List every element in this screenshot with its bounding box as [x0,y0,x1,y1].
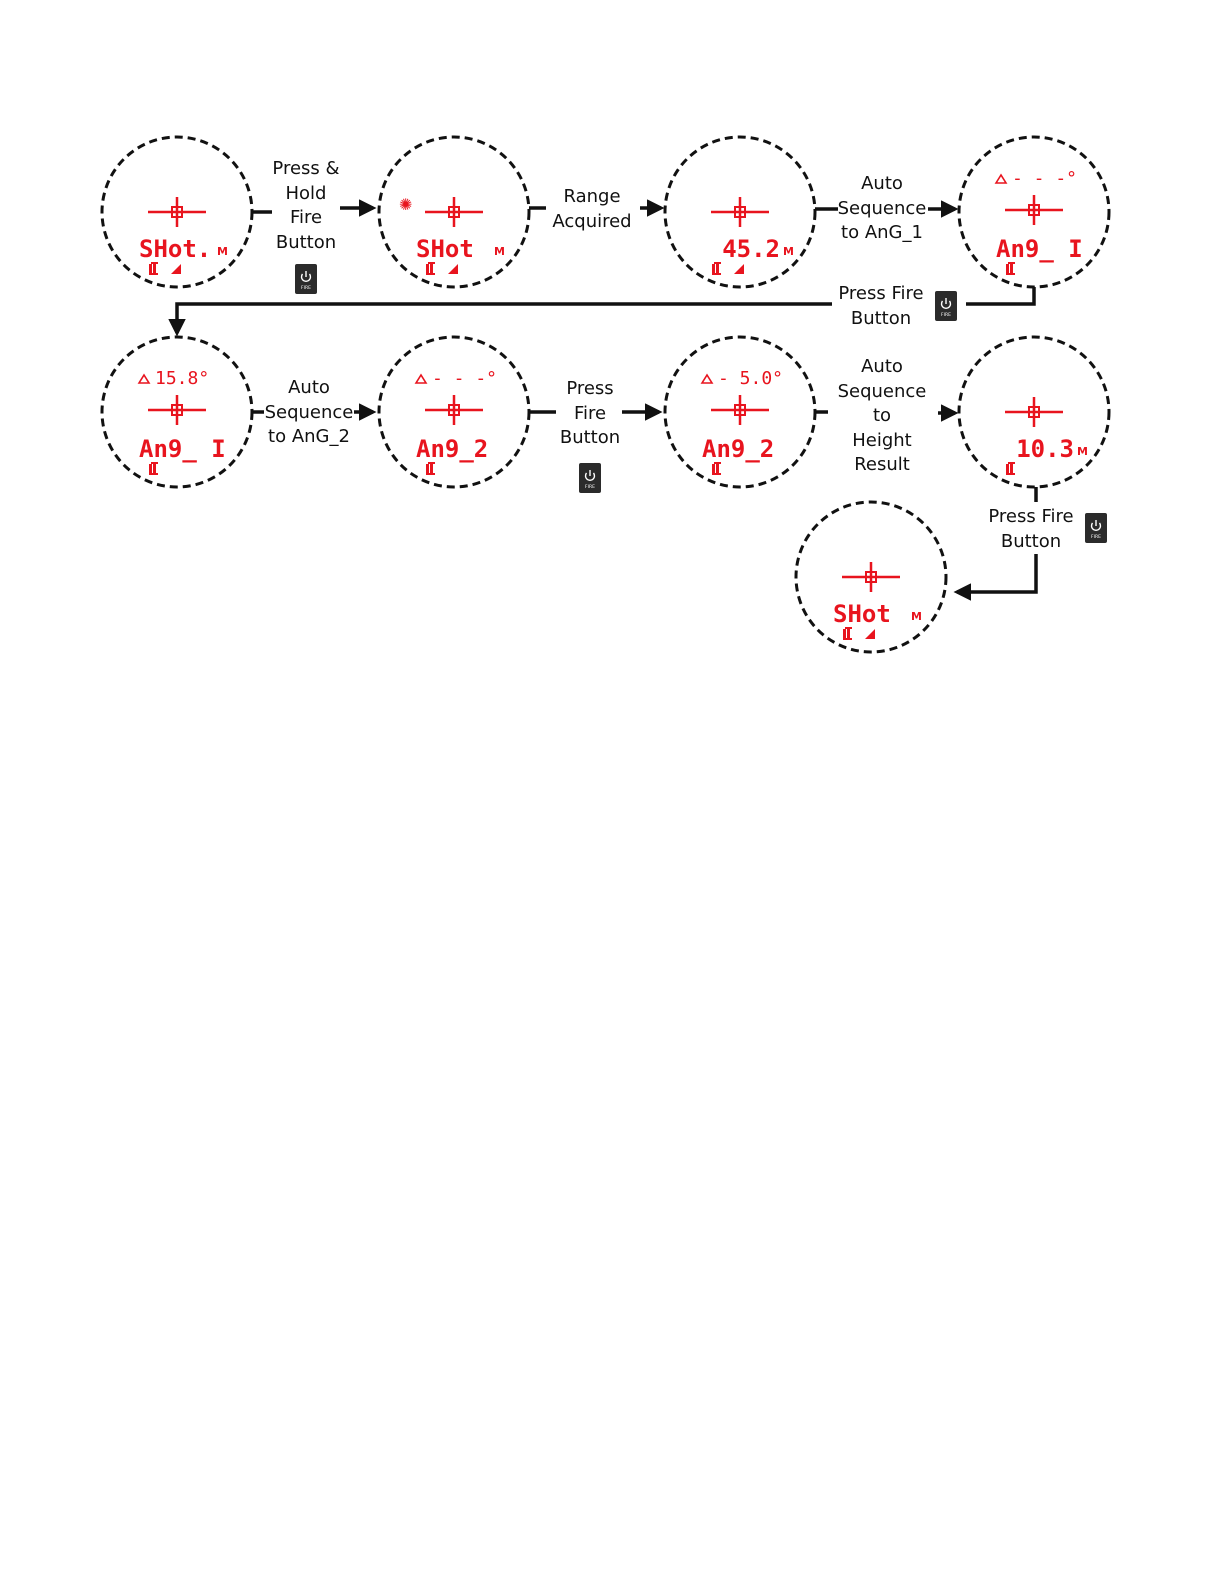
unit-label: M [494,245,505,258]
step-label-line: Button [226,231,386,256]
step-label-line: Press & [226,157,386,182]
display-6: - - -° An9_2 [379,337,529,487]
main-readout: An9_ I [996,235,1083,263]
unit-label: M [783,245,794,258]
step-label-line: to [802,404,962,429]
step-label-line: to AnG_1 [802,221,962,246]
main-readout: SHot. [139,235,211,263]
unit-label: M [1077,445,1088,458]
step-label-line: Button [801,307,961,332]
step-label-line: Auto [802,172,962,197]
display-2: ✺ SHot M [379,137,529,287]
fire-button-icon: FIRE [579,463,601,493]
step-label-line: Fire [510,402,670,427]
connector-16 [957,554,1036,592]
fire-button-label: FIRE [585,484,595,490]
step-label-line: Result [802,453,962,478]
step-label-line: Range [512,185,672,210]
display-4: - - -° An9_ I [959,137,1109,287]
main-readout: 45.2 [722,235,780,263]
step-label-line: Sequence [802,380,962,405]
fire-button-label: FIRE [301,285,311,291]
step-label-line: Height [802,429,962,454]
display-9: SHot M [796,502,946,652]
angle-value: - - -° [1012,168,1077,189]
step-label-line: Button [951,530,1111,555]
step-label-line: Sequence [229,401,389,426]
main-readout: SHot [416,235,474,263]
main-readout: 10.3 [1016,435,1074,463]
display-7: - 5.0° An9_2 [665,337,815,487]
step-label-line: Acquired [512,210,672,235]
connector-7 [966,287,1034,304]
connector-8 [177,304,832,333]
step-label-line: Fire [226,206,386,231]
step-label-line: Auto [229,376,389,401]
laser-icon: ✺ [399,195,412,214]
main-readout: An9_2 [702,435,774,463]
angle-value: - - -° [432,368,497,389]
step-label-line: Hold [226,182,386,207]
main-readout: An9_ I [139,435,226,463]
step-label-line: Auto [802,355,962,380]
step-label-line: to AnG_2 [229,425,389,450]
step-label-line: Button [510,426,670,451]
main-readout: An9_2 [416,435,488,463]
main-readout: SHot [833,600,891,628]
step-label-line: Press Fire [801,282,961,307]
angle-value: 15.8° [155,368,209,389]
angle-value: - 5.0° [718,368,783,389]
step-label-line: Press [510,377,670,402]
unit-label: M [911,610,922,623]
step-label-line: Sequence [802,197,962,222]
step-label-line: Press Fire [951,505,1111,530]
fire-button-icon: FIRE [295,264,317,294]
